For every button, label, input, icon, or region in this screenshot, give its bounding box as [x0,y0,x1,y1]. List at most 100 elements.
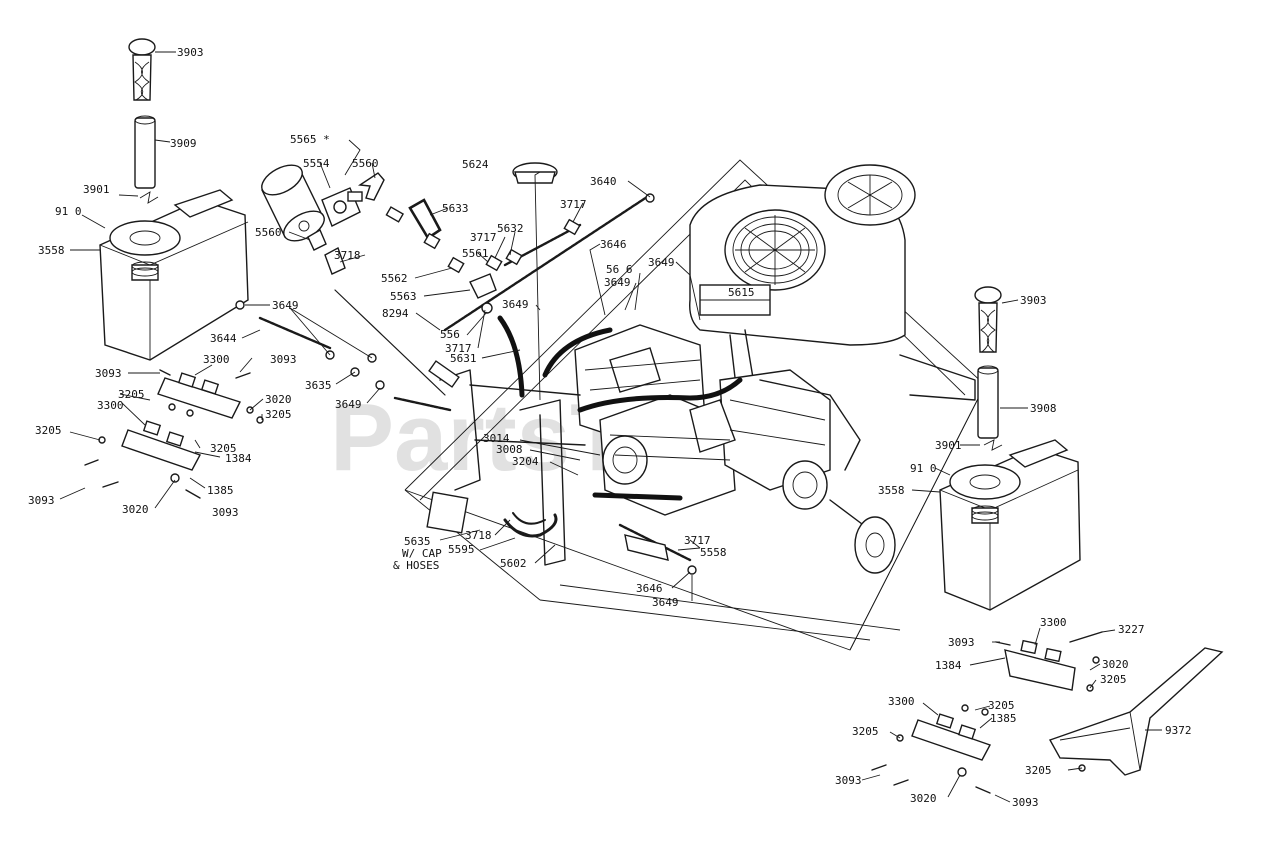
label-3093: 3093 [835,774,862,787]
elbow-fittings [307,172,581,314]
label-3300: 3300 [203,353,230,366]
label-3903: 3903 [1020,294,1047,307]
label-5635: 5635 [404,535,431,548]
label-3093: 3093 [1012,796,1039,809]
left-fuel-tank [99,189,249,361]
right-hose-clamp [983,439,1003,451]
bumper-bar [1048,647,1224,776]
label-1384: 1384 [225,452,252,465]
label-3020: 3020 [265,393,292,406]
label-910: 91 0 [55,205,82,218]
left-fuel-cap [128,38,156,101]
label-3020: 3020 [910,792,937,805]
label-3909: 3909 [170,137,197,150]
label-5565: 5565 * [290,133,330,146]
label-3718: 3718 [334,249,361,262]
label-3649: 3649 [604,276,631,289]
label-3093: 3093 [95,367,122,380]
label-3300: 3300 [888,695,915,708]
label-1385: 1385 [990,712,1017,725]
part-labels: 3903 3909 3901 91 0 3558 3649 3644 3093 … [28,46,1192,809]
label-3901: 3901 [935,439,962,452]
label-3649: 3649 [502,298,529,311]
label-3903: 3903 [177,46,204,59]
label-3205: 3205 [265,408,292,421]
label-5631: 5631 [450,352,477,365]
label-3558: 3558 [878,484,905,497]
label-1385: 1385 [207,484,234,497]
label-3908: 3908 [1030,402,1057,415]
label-1384: 1384 [935,659,962,672]
filter-adapter [321,187,363,227]
label-3204: 3204 [512,455,539,468]
label-3014: 3014 [483,432,510,445]
label-556: 556 [440,328,460,341]
label-3649: 3649 [648,256,675,269]
label-3093: 3093 [270,353,297,366]
label-5554: 5554 [303,157,330,170]
label-3205: 3205 [1025,764,1052,777]
label-5602: 5602 [500,557,527,570]
label-3205: 3205 [852,725,879,738]
label-3717: 3717 [684,534,711,547]
control-rods [258,193,692,562]
label-3649: 3649 [335,398,362,411]
label-5624: 5624 [462,158,489,171]
right-fuel-cap [974,286,1002,353]
label-3649: 3649 [272,299,299,312]
label-9372: 9372 [1165,724,1192,737]
right-filler-tube [977,365,999,439]
label-5632: 5632 [497,222,524,235]
label-3644: 3644 [210,332,237,345]
decal-plate [426,491,469,534]
label-3649: 3649 [652,596,679,609]
decal-plate-b [624,534,669,561]
label-3020: 3020 [122,503,149,516]
label-3205: 3205 [988,699,1015,712]
left-brackets [84,369,264,499]
label-910: 91 0 [910,462,937,475]
label-5595: 5595 [448,543,475,556]
label-3093: 3093 [212,506,239,519]
label-3227: 3227 [1118,623,1145,636]
hydro-transmissions [469,324,896,574]
label-3640: 3640 [590,175,617,188]
label-3558: 3558 [38,244,65,257]
left-hose-clamp [139,191,159,204]
label-3300: 3300 [1040,616,1067,629]
label-3205: 3205 [118,388,145,401]
label-3717: 3717 [445,342,472,355]
label-3646: 3646 [636,582,663,595]
label-5560: 5560 [255,226,282,239]
label-3300: 3300 [97,399,124,412]
label-3205: 3205 [35,424,62,437]
label-5561: 5561 [462,247,489,260]
label-5562: 5562 [381,272,408,285]
label-5558: 5558 [700,546,727,559]
label-8294: 8294 [382,307,409,320]
right-brackets [871,631,1103,794]
leader-lines [59,51,1162,803]
label-3205: 3205 [210,442,237,455]
label-3901: 3901 [83,183,110,196]
label-5563: 5563 [390,290,417,303]
right-fuel-tank [939,439,1081,611]
label-5635-note: W/ CAP [402,547,442,560]
left-filler-tube [134,115,156,189]
label-3717: 3717 [470,231,497,244]
label-3646: 3646 [600,238,627,251]
label-3008: 3008 [496,443,523,456]
label-3718: 3718 [465,529,492,542]
label-5616: 56 6 [606,263,633,276]
label-3635: 3635 [305,379,332,392]
label-5635-note2: & HOSES [393,559,439,572]
label-3093: 3093 [28,494,55,507]
label-5633: 5633 [442,202,469,215]
label-3020: 3020 [1102,658,1129,671]
label-3093: 3093 [948,636,975,649]
label-5560: 5560 [352,157,379,170]
label-3717: 3717 [560,198,587,211]
label-3205: 3205 [1100,673,1127,686]
label-5615: 5615 [728,286,755,299]
